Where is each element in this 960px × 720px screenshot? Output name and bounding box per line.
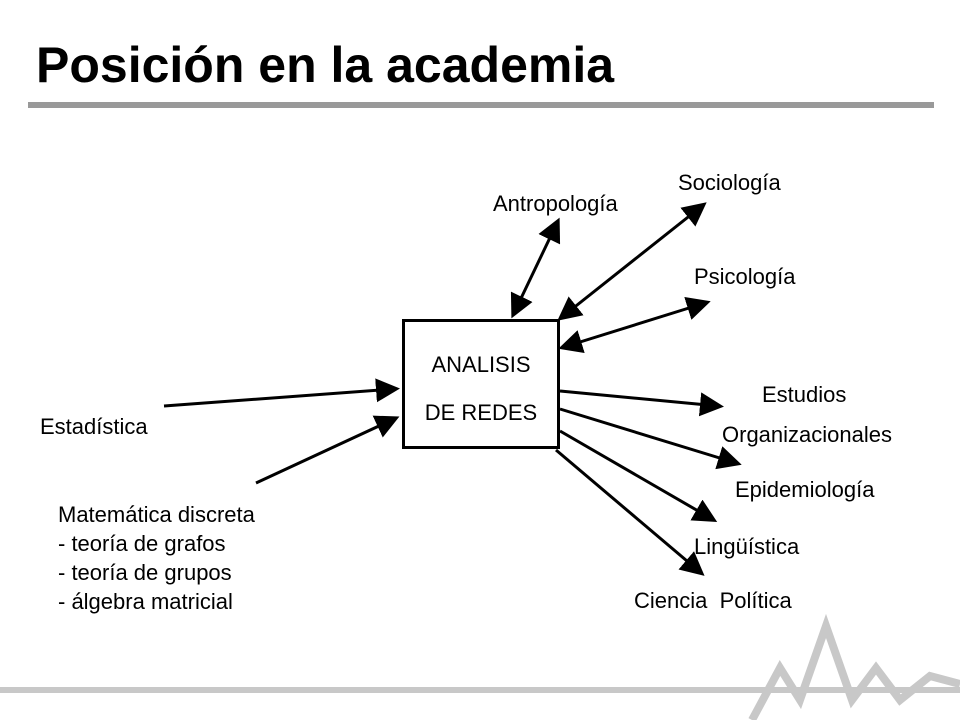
discrete-math-item: - álgebra matricial [58, 589, 233, 614]
discrete-math-heading: Matemática discreta [58, 502, 255, 527]
slide-title: Posición en la academia [36, 37, 615, 93]
label-psychology: Psicología [694, 264, 796, 289]
label-political-science: Ciencia Política [634, 588, 792, 613]
discrete-math-item: - teoría de grafos [58, 531, 226, 556]
arrow-psychology [558, 296, 711, 354]
zigzag-logo-icon [748, 613, 960, 720]
arrow-org-studies [559, 389, 724, 417]
label-sociology: Sociología [678, 170, 781, 195]
arrow-political-science [555, 448, 705, 576]
label-org-studies-line1: Estudios [762, 382, 847, 407]
discrete-math-list: Matemática discreta - teoría de grafos -… [58, 500, 255, 616]
box-line-1: ANALISIS [431, 352, 531, 377]
arrow-sociology [557, 202, 707, 321]
arrow-anthropology [510, 217, 561, 319]
label-statistics: Estadística [40, 414, 148, 439]
network-analysis-box: ANALISIS DE REDES [402, 319, 560, 449]
arrow-discrete-math [255, 415, 400, 485]
label-org-studies-line2: Organizacionales [722, 422, 892, 447]
box-line-2: DE REDES [424, 400, 538, 425]
arrow-statistics [163, 378, 400, 408]
arrow-epidemiology [559, 407, 742, 470]
arrow-linguistics [559, 429, 718, 523]
label-linguistics: Lingüística [694, 534, 800, 559]
label-anthropology: Antropología [493, 191, 618, 216]
discrete-math-item: - teoría de grupos [58, 560, 232, 585]
label-epidemiology: Epidemiología [735, 477, 875, 502]
